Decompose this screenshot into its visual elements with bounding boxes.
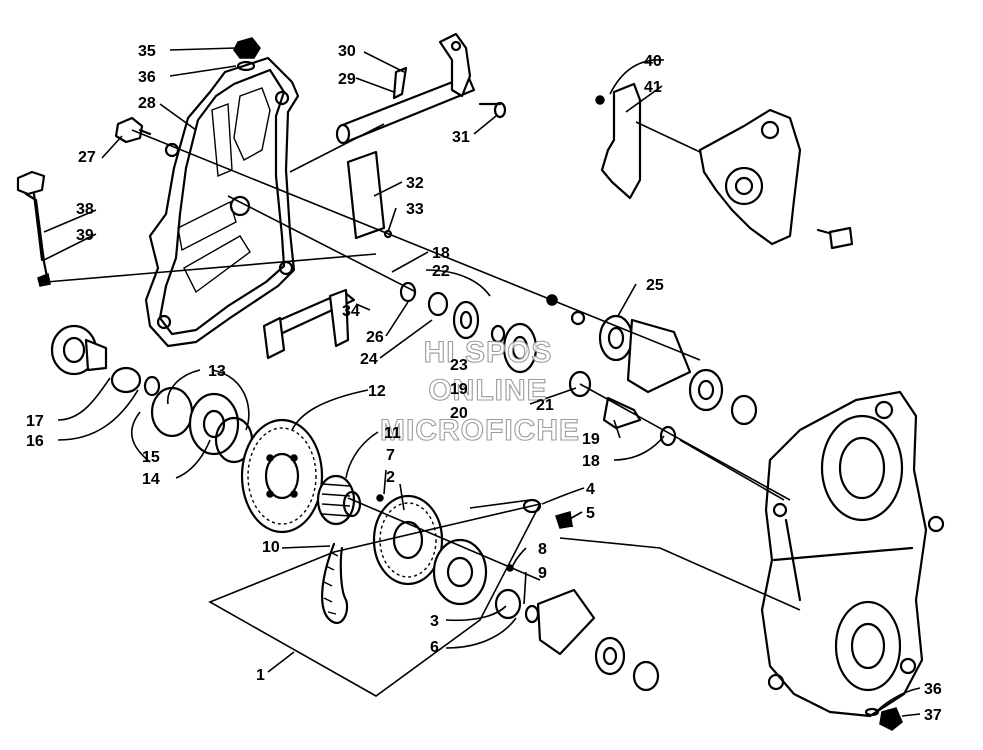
chaincase-cover: [144, 56, 300, 348]
callout-16: 16: [26, 433, 44, 450]
callout-leaders: [43, 47, 921, 717]
shift-fork: [262, 288, 356, 360]
callout-35: 35: [138, 43, 156, 60]
callout-22: 22: [432, 263, 450, 280]
callout-37: 37: [924, 707, 942, 724]
shift-plate: [346, 150, 393, 240]
watermark-line-1: HI SPOS: [424, 336, 553, 369]
callout-12: 12: [368, 383, 386, 400]
callout-36-lower: 36: [924, 681, 942, 698]
watermark: HI SPOS ONLINE MICROFICHE: [379, 335, 580, 447]
callout-24: 24: [360, 351, 378, 368]
callout-27: 27: [78, 149, 96, 166]
callout-18-lower: 18: [582, 453, 600, 470]
callout-7: 7: [386, 447, 395, 464]
callout-11: 11: [384, 425, 401, 442]
driven-sprocket: [240, 418, 324, 534]
callout-32: 32: [406, 175, 424, 192]
gear-cluster-25: [546, 294, 758, 426]
callout-9: 9: [538, 565, 547, 582]
callout-23: 23: [450, 357, 468, 374]
callout-6: 6: [430, 639, 439, 656]
callout-30: 30: [338, 43, 356, 60]
callout-20: 20: [450, 405, 468, 422]
callout-26: 26: [366, 329, 384, 346]
callout-labels: 35 36 28 27 38 39 30 29 31 32 33 40 41 1…: [26, 43, 942, 724]
assembly-lines: [45, 121, 801, 697]
callout-8: 8: [538, 541, 547, 558]
callout-15: 15: [142, 449, 160, 466]
watermark-line-2: ONLINE: [428, 374, 547, 407]
cover-bolt: [114, 116, 152, 144]
drive-chain: [321, 542, 349, 624]
callout-1: 1: [256, 667, 265, 684]
gearcase-housing: [760, 390, 945, 731]
callout-19-upper: 19: [450, 381, 468, 398]
callout-33: 33: [406, 201, 424, 218]
upper-housing: [698, 108, 854, 250]
lower-plates: [432, 538, 660, 692]
callout-39: 39: [76, 227, 94, 244]
callout-29: 29: [338, 71, 356, 88]
callout-3: 3: [430, 613, 439, 630]
callout-36: 36: [138, 69, 156, 86]
callout-38: 38: [76, 201, 94, 218]
callout-25: 25: [646, 277, 664, 294]
callout-21: 21: [536, 397, 554, 414]
callout-41: 41: [644, 79, 662, 96]
dipstick: [16, 170, 51, 287]
callout-17: 17: [26, 413, 44, 430]
callout-2: 2: [386, 469, 395, 486]
bracket: [595, 82, 642, 200]
shift-shaft: [335, 32, 507, 145]
callout-14: 14: [142, 471, 160, 488]
callout-40: 40: [644, 53, 662, 70]
drive-hub: [50, 324, 254, 464]
callout-18-upper: 18: [432, 245, 450, 262]
callout-19-lower: 19: [582, 431, 600, 448]
callout-13: 13: [208, 363, 226, 380]
callout-10: 10: [262, 539, 280, 556]
callout-5: 5: [586, 505, 595, 522]
small-hardware: [506, 498, 574, 572]
callout-34: 34: [342, 303, 360, 320]
top-nut: [233, 37, 261, 72]
callout-4: 4: [586, 481, 595, 498]
callout-28: 28: [138, 95, 156, 112]
watermark-line-3: MICROFICHE: [380, 414, 580, 447]
callout-31: 31: [452, 129, 470, 146]
main-gear: [372, 494, 444, 586]
